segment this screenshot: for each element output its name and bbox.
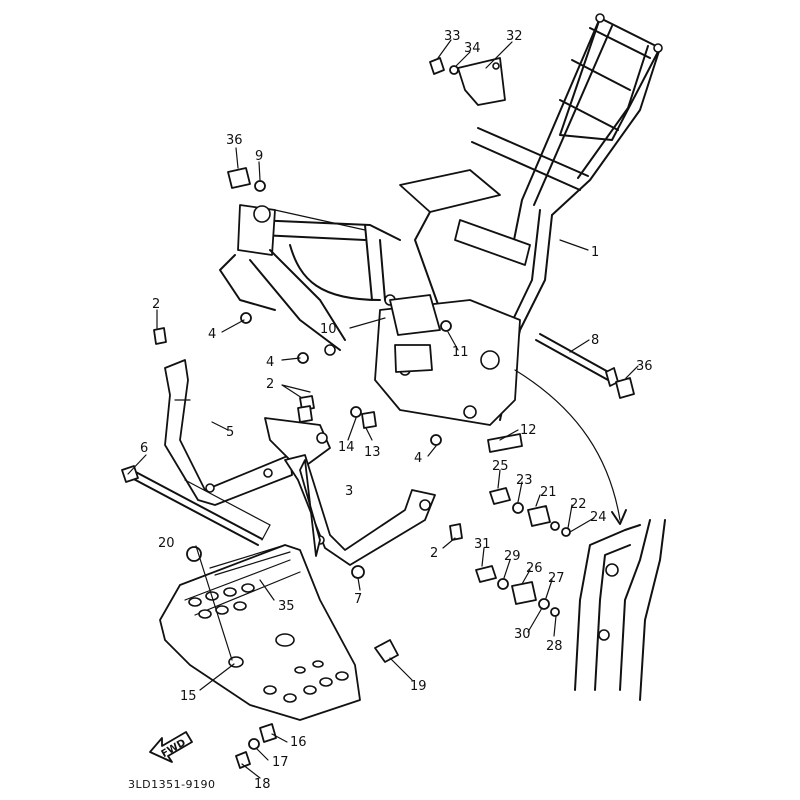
callout-14: 14 (338, 440, 355, 455)
callout-13: 13 (364, 445, 381, 460)
callout-4: 4 (208, 327, 216, 342)
callout-19: 19 (410, 679, 427, 694)
hardware (153, 57, 635, 769)
callout-32: 32 (506, 29, 523, 44)
strip-35 (209, 544, 291, 576)
leader-lines (127, 39, 639, 779)
callout-2: 2 (152, 297, 160, 312)
callout-35: 35 (278, 599, 295, 614)
callout-11: 11 (452, 345, 469, 360)
bolt-6 (121, 465, 271, 546)
bracket-5 (164, 359, 331, 506)
callout-23: 23 (516, 473, 533, 488)
callout-18: 18 (254, 777, 271, 792)
callout-16: 16 (290, 735, 307, 750)
callout-22: 22 (570, 497, 587, 512)
detail-arrow (514, 369, 627, 525)
callout-12: 12 (520, 423, 537, 438)
callout-5: 5 (226, 425, 234, 440)
callout-8: 8 (591, 333, 599, 348)
callout-1: 1 (591, 245, 599, 260)
callout-20: 20 (158, 536, 175, 551)
bracket-3 (284, 454, 436, 566)
callout-28: 28 (546, 639, 563, 654)
callout-27: 27 (548, 571, 565, 586)
callouts: 1 2 2 2 3 4 4 4 5 6 7 8 9 10 11 12 13 14… (140, 29, 653, 792)
callout-25: 25 (492, 459, 509, 474)
callout-36b: 36 (636, 359, 653, 374)
callout-26: 26 (526, 561, 543, 576)
callout-17: 17 (272, 755, 289, 770)
callout-9: 9 (255, 149, 263, 164)
callout-4b: 4 (266, 355, 274, 370)
callout-4c: 4 (414, 451, 422, 466)
callout-21: 21 (540, 485, 557, 500)
callout-2b: 2 (266, 377, 274, 392)
drawing-code: 3LD1351-9190 (128, 778, 216, 791)
main-frame (219, 13, 663, 426)
frame-detail-view (574, 519, 666, 701)
callout-15: 15 (180, 689, 197, 704)
callout-2c: 2 (430, 546, 438, 561)
callout-29: 29 (504, 549, 521, 564)
callout-10: 10 (320, 322, 337, 337)
callout-33: 33 (444, 29, 461, 44)
callout-6: 6 (140, 441, 148, 456)
callout-24: 24 (590, 510, 607, 525)
fwd-arrow-icon: FWD (149, 731, 193, 763)
callout-31: 31 (474, 537, 491, 552)
bolt-8 (535, 333, 619, 387)
callout-3: 3 (345, 484, 353, 499)
callout-30: 30 (514, 627, 531, 642)
callout-34: 34 (464, 41, 481, 56)
callout-36: 36 (226, 133, 243, 148)
callout-7: 7 (354, 592, 362, 607)
